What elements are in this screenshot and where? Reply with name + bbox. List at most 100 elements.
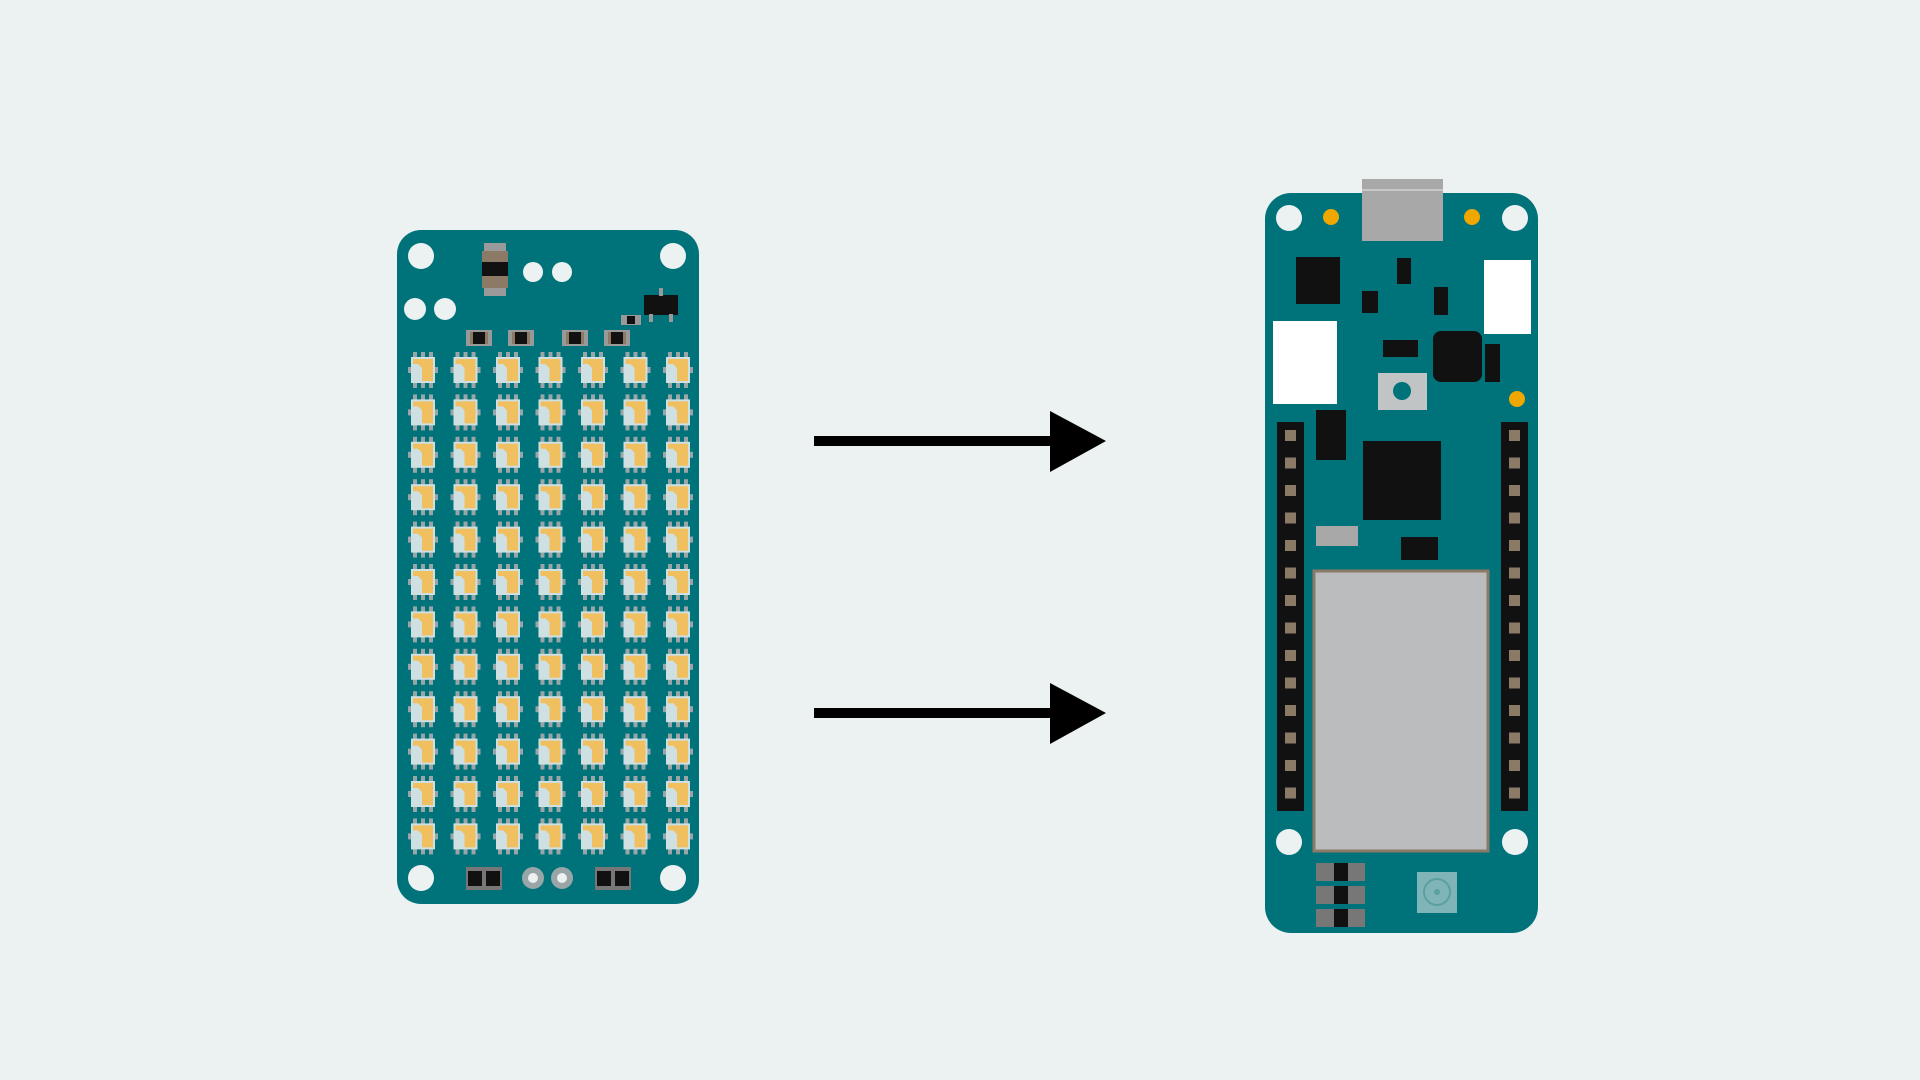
bottom-pads [466, 867, 631, 890]
header-pin [1509, 787, 1520, 799]
led [493, 606, 523, 643]
led [408, 564, 438, 600]
led [620, 606, 651, 643]
capacitor [508, 330, 534, 346]
header-pin [1509, 457, 1520, 469]
capacitor-row [466, 330, 630, 346]
led [535, 436, 566, 473]
led [535, 394, 566, 431]
led [620, 564, 651, 600]
header-pin [1285, 567, 1296, 579]
led [450, 606, 481, 643]
arrow-top [814, 411, 1106, 472]
led [663, 691, 693, 728]
bottom-components [1316, 863, 1365, 927]
arrow-bottom [814, 683, 1106, 744]
led [450, 394, 481, 431]
led [493, 479, 523, 516]
led [578, 521, 608, 558]
led-matrix-board [397, 230, 699, 904]
led [493, 691, 523, 728]
capacitor [562, 330, 588, 346]
led [578, 352, 608, 388]
mkr-board [1265, 179, 1538, 933]
led-indicators [1323, 209, 1525, 407]
led [620, 691, 651, 728]
led [450, 352, 481, 388]
led [408, 352, 438, 388]
led [663, 394, 693, 431]
led [450, 648, 481, 685]
led [493, 733, 523, 770]
header-pin [1285, 512, 1296, 524]
led [663, 436, 693, 473]
battery-connector [1273, 321, 1337, 404]
led [620, 436, 651, 473]
header-pin [1285, 650, 1296, 661]
header-pin [1509, 430, 1520, 441]
header-strip [1501, 422, 1528, 811]
header-pin [1509, 732, 1520, 744]
led [578, 394, 608, 431]
led [663, 776, 693, 812]
led [663, 564, 693, 600]
inductor [1433, 331, 1482, 382]
led [450, 691, 481, 728]
diode-component [482, 243, 508, 296]
mounting-holes [1276, 205, 1528, 855]
led [578, 564, 608, 600]
led [535, 564, 566, 600]
led [578, 691, 608, 728]
header-pin [1285, 705, 1296, 716]
led [663, 352, 693, 388]
led [450, 436, 481, 473]
header-pin [1509, 650, 1520, 661]
led [663, 818, 693, 855]
led [663, 606, 693, 643]
led [578, 818, 608, 855]
header-pin [1285, 540, 1296, 551]
led [408, 436, 438, 473]
header-pin [1285, 732, 1296, 744]
led [535, 818, 566, 855]
led [450, 733, 481, 770]
led [535, 352, 566, 388]
led [408, 394, 438, 431]
led [578, 606, 608, 643]
capacitor [466, 330, 492, 346]
led [620, 733, 651, 770]
white-connector [1484, 260, 1531, 334]
transistor-component [621, 288, 678, 325]
led [578, 436, 608, 473]
led [535, 776, 566, 812]
led [663, 648, 693, 685]
header-pin [1509, 567, 1520, 579]
header-strip [1277, 422, 1304, 811]
led [493, 818, 523, 855]
header-pin [1285, 787, 1296, 799]
led [663, 521, 693, 558]
header-pin [1509, 622, 1520, 634]
led [450, 818, 481, 855]
led [620, 394, 651, 431]
led [408, 733, 438, 770]
led [493, 521, 523, 558]
led [663, 479, 693, 516]
led [408, 691, 438, 728]
header-pin [1509, 760, 1520, 771]
led [620, 648, 651, 685]
led [408, 818, 438, 855]
led [408, 606, 438, 643]
header-pin [1285, 677, 1296, 689]
reset-button[interactable] [1378, 373, 1427, 410]
led [450, 521, 481, 558]
header-pin [1285, 457, 1296, 469]
header-pin [1509, 540, 1520, 551]
led [663, 733, 693, 770]
led [535, 691, 566, 728]
led [493, 648, 523, 685]
led [493, 436, 523, 473]
led [535, 479, 566, 516]
led [578, 733, 608, 770]
